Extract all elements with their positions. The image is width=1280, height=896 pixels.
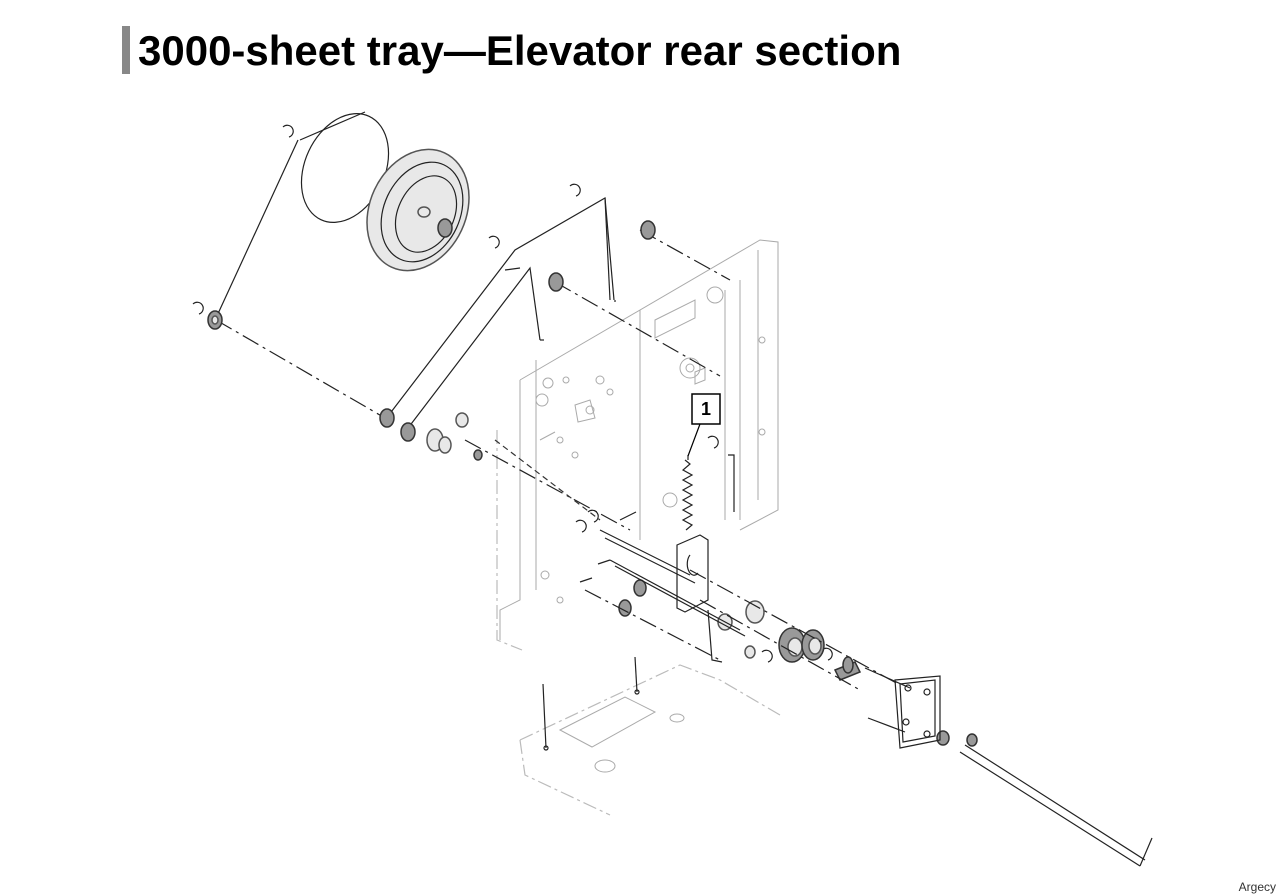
tension-spring [681, 455, 694, 531]
callout-1: 1 [687, 393, 721, 457]
title-accent-bar [122, 26, 130, 74]
spring-bracket [676, 534, 723, 663]
bearings [207, 220, 978, 747]
page-title: 3000-sheet tray—Elevator rear section [138, 27, 902, 74]
callout-1-label: 1 [701, 399, 711, 419]
rear-frame-plate [496, 239, 779, 651]
end-bracket [842, 656, 941, 749]
e-rings [192, 124, 833, 663]
pins [494, 267, 735, 583]
elevator-pulley [215, 111, 470, 319]
shafts [584, 511, 1153, 867]
elevator-wires [215, 197, 731, 531]
watermark: Argecy [1238, 880, 1276, 894]
base-tray-outline [519, 656, 781, 816]
